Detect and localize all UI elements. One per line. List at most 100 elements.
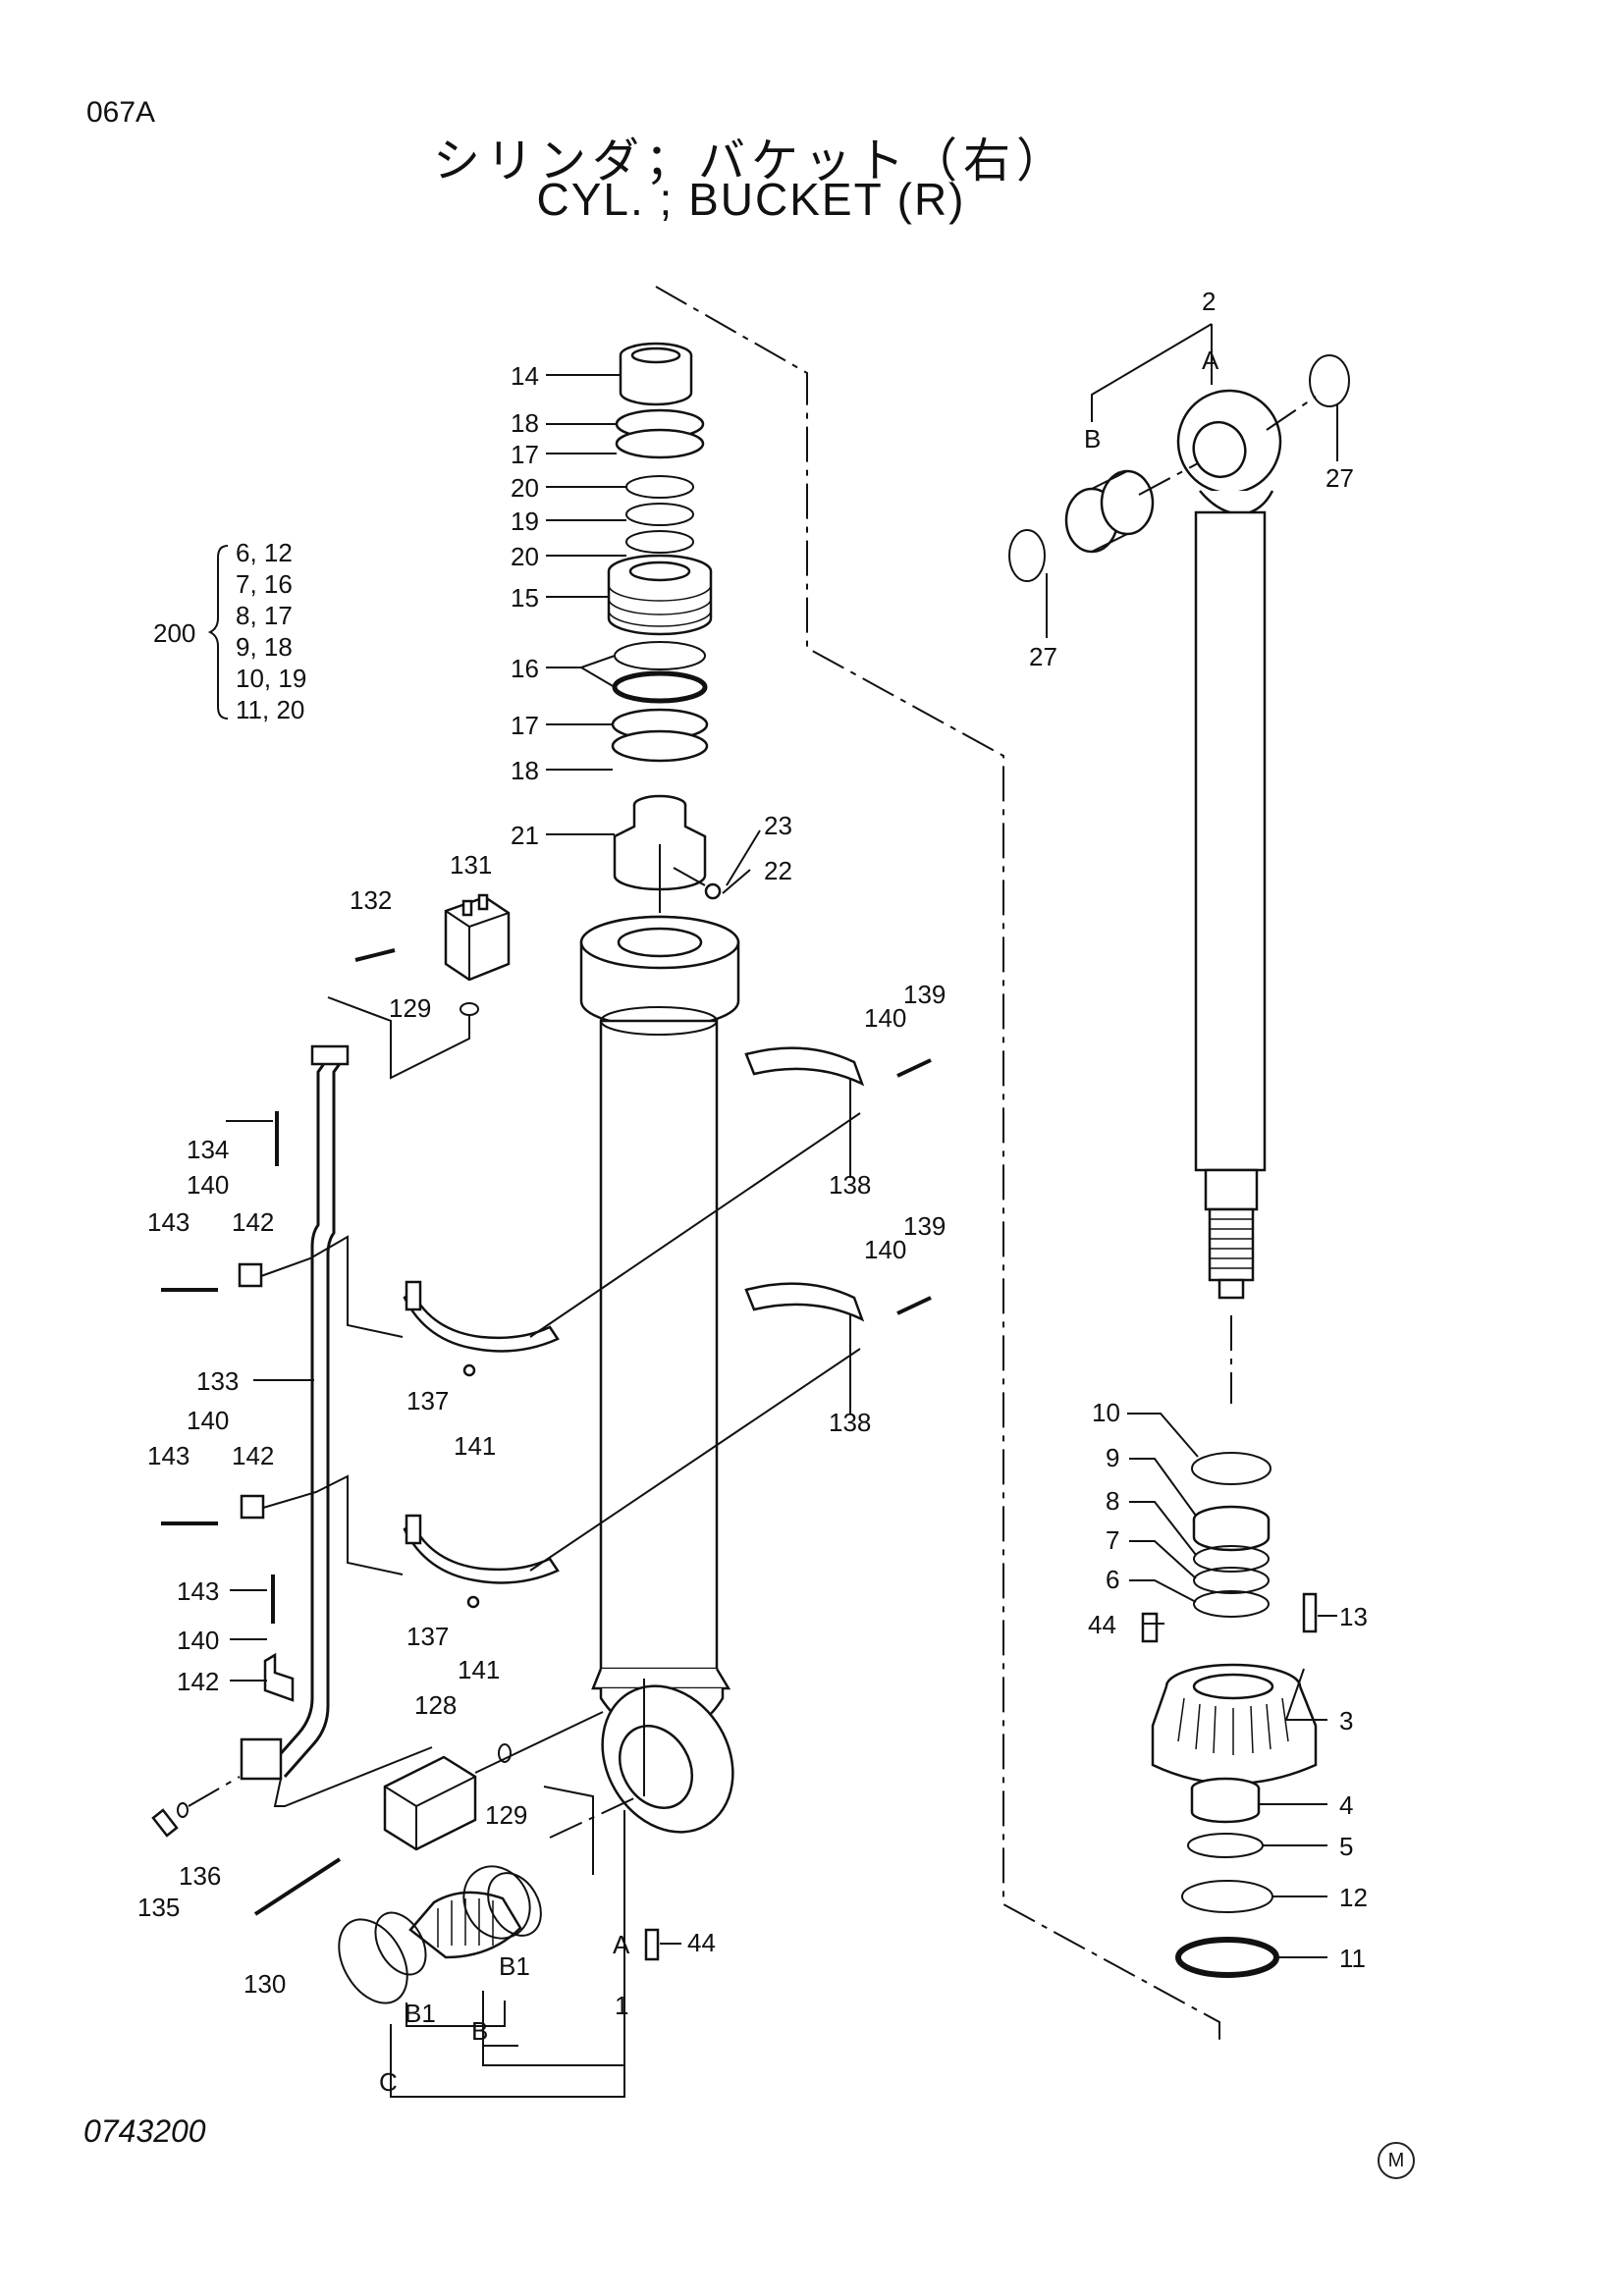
title-english: CYL. ; BUCKET (R) (536, 174, 966, 225)
callout-140: 140 (864, 1235, 906, 1264)
cylinder-tube (579, 915, 740, 1834)
part-129-ring (460, 1002, 479, 1016)
part-22-screw (704, 882, 722, 900)
callout-136: 136 (179, 1861, 221, 1891)
part-142-clamp (240, 1494, 265, 1520)
assembly-boundary-line (655, 286, 1220, 2042)
callout-b1: B1 (405, 1999, 436, 2028)
drawing-number: 0743200 (83, 2113, 206, 2149)
callout-a-top: A (1202, 346, 1219, 375)
callout-128: 128 (414, 1690, 457, 1720)
callout-2: 2 (1202, 287, 1216, 316)
callout-135: 135 (137, 1893, 180, 1922)
title-japanese: シリンダ；バケット（右） (432, 133, 1069, 188)
callout-130: 130 (243, 1969, 286, 1999)
part-141-washer (466, 1595, 480, 1609)
callout-133: 133 (196, 1366, 239, 1396)
part-11-oring (1175, 1937, 1279, 1978)
kit-row: 6, 12 (236, 538, 293, 567)
part-142-clamp (238, 1262, 263, 1288)
piping-assembly (151, 893, 932, 2098)
callout-134: 134 (187, 1135, 229, 1164)
callout-9: 9 (1106, 1443, 1119, 1472)
callout-141: 141 (454, 1431, 496, 1461)
piston-rod (1008, 323, 1350, 1404)
manufacturer-mark: M (1378, 2142, 1415, 2179)
callout-131: 131 (450, 850, 492, 880)
part-18-ring (611, 729, 709, 763)
part-13-bolt (1302, 1592, 1318, 1633)
part-7-ring (1193, 1567, 1270, 1594)
part-137-clamp (403, 1290, 560, 1353)
part-128-valve (383, 1755, 477, 1851)
leader-lines (226, 374, 1337, 1958)
callout-c: C (379, 2067, 398, 2097)
callout-132: 132 (350, 885, 392, 915)
callout-137: 137 (406, 1386, 449, 1415)
part-138-clamp (744, 1046, 865, 1087)
callout-44: 44 (1088, 1610, 1116, 1639)
callout-1: 1 (615, 1991, 628, 2020)
callout-4: 4 (1339, 1790, 1353, 1820)
part-130-bolt (253, 1857, 342, 1916)
part-141-washer (462, 1363, 476, 1377)
callout-140: 140 (187, 1170, 229, 1200)
kit-row: 7, 16 (236, 569, 293, 599)
callout-129: 129 (485, 1800, 527, 1830)
callout-8: 8 (1106, 1486, 1119, 1516)
callout-23: 23 (764, 811, 792, 840)
part-137-clamp (403, 1522, 560, 1584)
callout-27: 27 (1325, 463, 1354, 493)
part-133-pipe (267, 1057, 330, 1768)
callout-27: 27 (1029, 642, 1057, 671)
callout-20: 20 (511, 542, 539, 571)
callout-b1: B1 (499, 1951, 530, 1981)
part-129-ring (498, 1743, 512, 1763)
page-code: 067A (86, 96, 156, 129)
part-ring-c (338, 1918, 408, 2004)
callout-21: 21 (511, 821, 539, 850)
callout-137: 137 (406, 1622, 449, 1651)
part-20-ring (625, 475, 694, 499)
callout-17: 17 (511, 440, 539, 469)
callout-129: 129 (389, 993, 431, 1023)
callout-labels: 14 18 17 20 19 20 15 16 17 18 21 23 22 2… (137, 287, 1368, 2097)
part-131-valve (444, 895, 511, 982)
callout-a-bottom: A (613, 1930, 630, 1959)
callout-12: 12 (1339, 1883, 1368, 1912)
piston-stack (607, 342, 722, 913)
callout-139: 139 (903, 1211, 946, 1241)
part-16-ring (612, 670, 708, 704)
callout-11: 11 (1339, 1944, 1366, 1973)
callout-138: 138 (829, 1408, 871, 1437)
callout-18: 18 (511, 408, 539, 438)
part-8-ring (1193, 1545, 1270, 1573)
callout-143: 143 (177, 1576, 219, 1606)
callout-140: 140 (864, 1003, 906, 1033)
part-132-bolt (354, 948, 396, 962)
callout-20: 20 (511, 473, 539, 503)
callout-16: 16 (511, 654, 539, 683)
part-142-clamp (263, 1652, 295, 1702)
callout-140: 140 (187, 1406, 229, 1435)
kit-brace (207, 545, 229, 720)
callout-142: 142 (232, 1207, 274, 1237)
callout-6: 6 (1106, 1565, 1119, 1594)
callout-143: 143 (147, 1207, 189, 1237)
part-19-ring (625, 503, 694, 526)
callout-138: 138 (829, 1170, 871, 1200)
callout-142: 142 (232, 1441, 274, 1470)
kit-row: 11, 20 (236, 695, 304, 724)
callout-14: 14 (511, 361, 539, 391)
callout-143: 143 (147, 1441, 189, 1470)
part-44-fitting (644, 1928, 660, 1961)
kit-label: 200 (153, 618, 195, 648)
kit-row: 10, 19 (236, 664, 306, 693)
kit-row: 8, 17 (236, 601, 293, 630)
callout-44: 44 (687, 1928, 716, 1957)
part-6-ring (1193, 1590, 1270, 1618)
callout-7: 7 (1106, 1525, 1119, 1555)
callout-3: 3 (1339, 1706, 1353, 1735)
kit-row: 9, 18 (236, 632, 293, 662)
